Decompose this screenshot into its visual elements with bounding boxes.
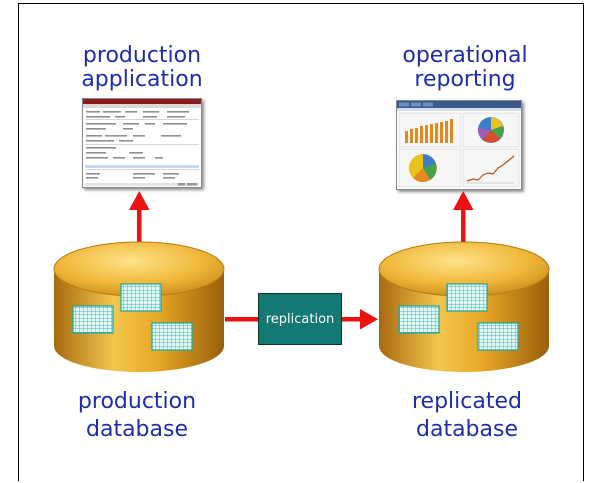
replication-box: replication <box>258 293 342 345</box>
arrow-up-left <box>129 191 150 254</box>
table-icon <box>151 322 193 351</box>
arrow-up-right <box>453 191 474 254</box>
replication-label: replication <box>265 311 335 327</box>
dashboard-image <box>397 101 521 188</box>
production-application-screenshot <box>82 98 202 188</box>
production-database-label: production database <box>77 389 197 442</box>
operational-reporting-dashboard <box>396 100 522 190</box>
table-icon <box>477 322 519 351</box>
production-database-icon <box>53 241 225 372</box>
table-icon <box>72 305 114 334</box>
replicated-database-icon <box>378 241 550 372</box>
slide-frame <box>18 3 584 481</box>
production-application-label: production application <box>81 43 203 92</box>
arrow-to-replicated-db <box>341 309 378 330</box>
arrow-to-replication <box>225 317 259 322</box>
table-icon <box>398 305 440 334</box>
replicated-database-label: replicated database <box>412 389 522 442</box>
table-icon <box>446 283 488 312</box>
table-icon <box>120 283 162 312</box>
operational-reporting-label: operational reporting <box>402 43 528 92</box>
application-form-image <box>83 99 201 186</box>
